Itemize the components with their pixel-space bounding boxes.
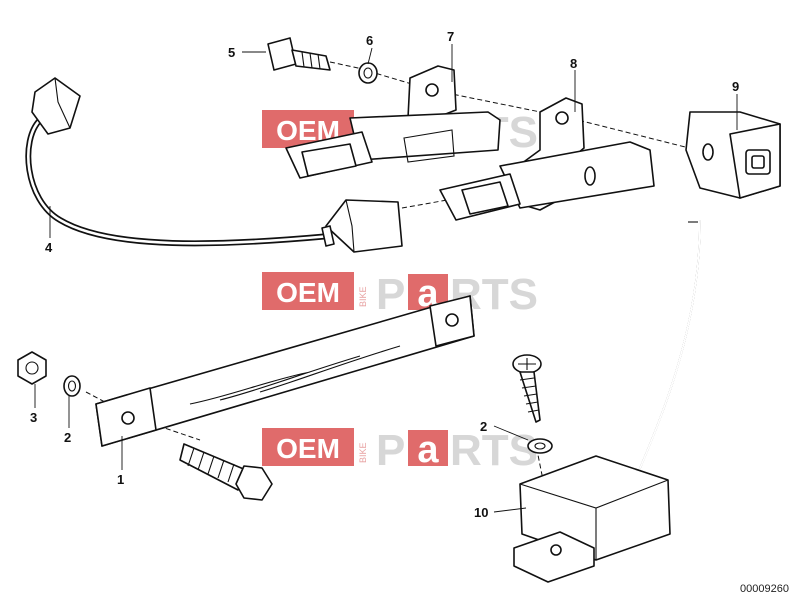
- callout-9: 9: [732, 79, 739, 94]
- callout-leaders: [34, 44, 738, 513]
- callout-6: 6: [366, 33, 373, 48]
- connector-plug-bottom: [321, 199, 403, 253]
- ground-strap: [95, 295, 475, 447]
- callout-1: 1: [117, 472, 124, 487]
- watermark-bottom: OEM BIKE P a RTS: [262, 426, 538, 475]
- nut: [17, 351, 47, 385]
- svg-text:OEM: OEM: [276, 277, 340, 308]
- relay-box: [513, 219, 701, 583]
- mounting-bracket: [685, 111, 781, 199]
- screw: [512, 354, 542, 423]
- callout-8: 8: [570, 56, 577, 71]
- washer-left: [63, 375, 81, 397]
- svg-text:P: P: [376, 270, 405, 319]
- svg-text:OEM: OEM: [276, 433, 340, 464]
- callout-7: 7: [447, 29, 454, 44]
- bracket-terminal-left: [285, 65, 501, 179]
- callout-5: 5: [228, 45, 235, 60]
- callout-4: 4: [45, 240, 53, 255]
- callout-2-right: 2: [480, 419, 487, 434]
- callout-3: 3: [30, 410, 37, 425]
- callout-10: 10: [474, 505, 488, 520]
- svg-text:RTS: RTS: [450, 426, 538, 475]
- svg-text:BIKE: BIKE: [358, 442, 368, 463]
- svg-text:BIKE: BIKE: [358, 286, 368, 307]
- connector-plug-top: [31, 77, 81, 135]
- svg-text:P: P: [376, 426, 405, 475]
- callout-2-left: 2: [64, 430, 71, 445]
- watermark-middle: OEM BIKE P a RTS: [262, 270, 538, 319]
- bolt-bottom: [179, 443, 273, 501]
- bolt-top: [267, 37, 331, 71]
- washer-top: [358, 62, 378, 84]
- washer-right: [527, 438, 553, 454]
- wire-harness: [25, 77, 403, 253]
- svg-text:a: a: [417, 429, 439, 471]
- bracket-terminal-right: [439, 97, 655, 221]
- diagram-reference-number: 00009260: [740, 583, 789, 595]
